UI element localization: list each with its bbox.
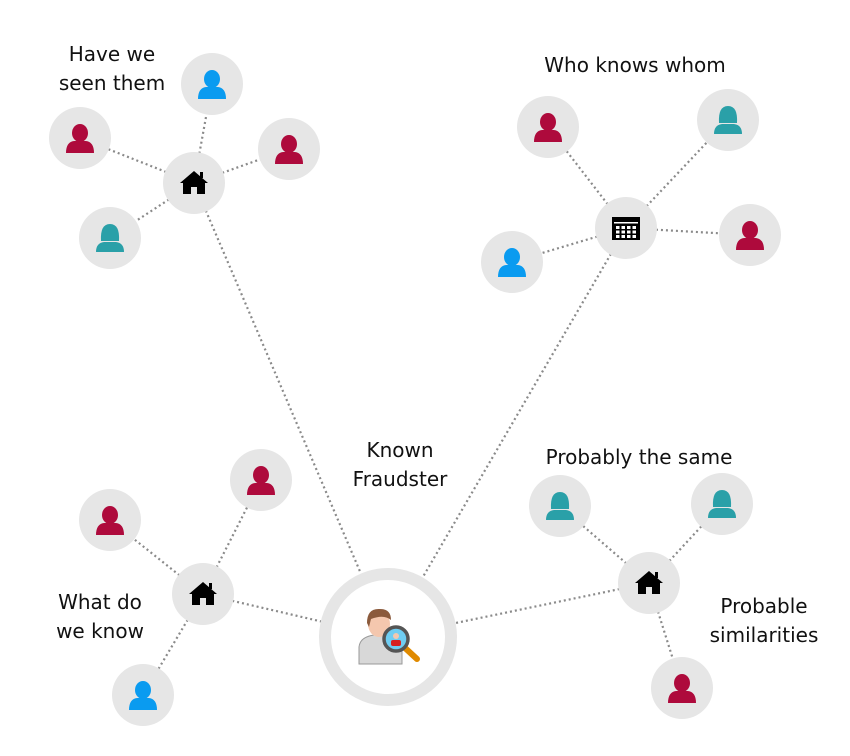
person-icon (736, 221, 764, 250)
label-line: seen them (58, 71, 166, 95)
label-line: similarities (709, 623, 819, 647)
woman-icon (714, 106, 742, 134)
person-node[interactable] (181, 53, 243, 115)
label-known-fraudster: Known Fraudster (353, 436, 448, 494)
person-icon (247, 466, 275, 495)
cluster-what-do-we-know (79, 449, 292, 726)
person-icon (198, 70, 226, 99)
person-node[interactable] (79, 207, 141, 269)
person-node[interactable] (691, 473, 753, 535)
person-icon (534, 113, 562, 142)
person-node[interactable] (258, 118, 320, 180)
person-node[interactable] (79, 489, 141, 551)
known-fraudster-node[interactable] (319, 568, 457, 706)
person-node[interactable] (651, 657, 713, 719)
calendar-icon (612, 217, 640, 240)
person-icon (96, 506, 124, 535)
person-node[interactable] (697, 89, 759, 151)
label-probable-similarities: Probable similarities (710, 592, 819, 650)
label-line: we know (56, 619, 144, 643)
label-line: Probably the same (545, 445, 733, 469)
connection-line (202, 592, 389, 639)
cluster-who-knows-whom (481, 89, 781, 293)
house-icon (635, 571, 663, 594)
cluster-probably-the-same (529, 473, 753, 719)
person-node[interactable] (481, 231, 543, 293)
connection-line (192, 182, 390, 638)
person-icon (668, 674, 696, 703)
label-have-we-seen-them: Have we seen them (59, 40, 165, 98)
person-node[interactable] (719, 204, 781, 266)
connection-line (387, 227, 627, 638)
person-icon (498, 248, 526, 277)
hub-node[interactable] (163, 152, 225, 214)
label-probably-the-same: Probably the same (546, 443, 733, 472)
label-line: Have we (68, 42, 156, 66)
cluster-have-we-seen-them (49, 53, 320, 269)
hub-node[interactable] (172, 563, 234, 625)
person-icon (66, 124, 94, 153)
woman-icon (96, 224, 124, 252)
label-what-do-we-know: What do we know (56, 588, 144, 646)
person-node[interactable] (517, 96, 579, 158)
person-icon (129, 681, 157, 710)
label-line: Fraudster (352, 467, 448, 491)
label-line: Who knows whom (544, 53, 726, 77)
person-icon (275, 135, 303, 164)
house-icon (189, 582, 217, 605)
woman-icon (546, 492, 574, 520)
person-node[interactable] (112, 664, 174, 726)
woman-icon (708, 490, 736, 518)
person-node[interactable] (529, 475, 591, 537)
label-line: Probable (720, 594, 808, 618)
label-who-knows-whom: Who knows whom (544, 51, 725, 80)
hub-node[interactable] (595, 197, 657, 259)
label-line: What do (58, 590, 142, 614)
person-node[interactable] (230, 449, 292, 511)
house-icon (180, 171, 208, 194)
person-node[interactable] (49, 107, 111, 169)
hub-node[interactable] (618, 552, 680, 614)
label-line: Known (366, 438, 434, 462)
nodes (49, 53, 781, 726)
fraudster-search-icon (358, 608, 420, 665)
